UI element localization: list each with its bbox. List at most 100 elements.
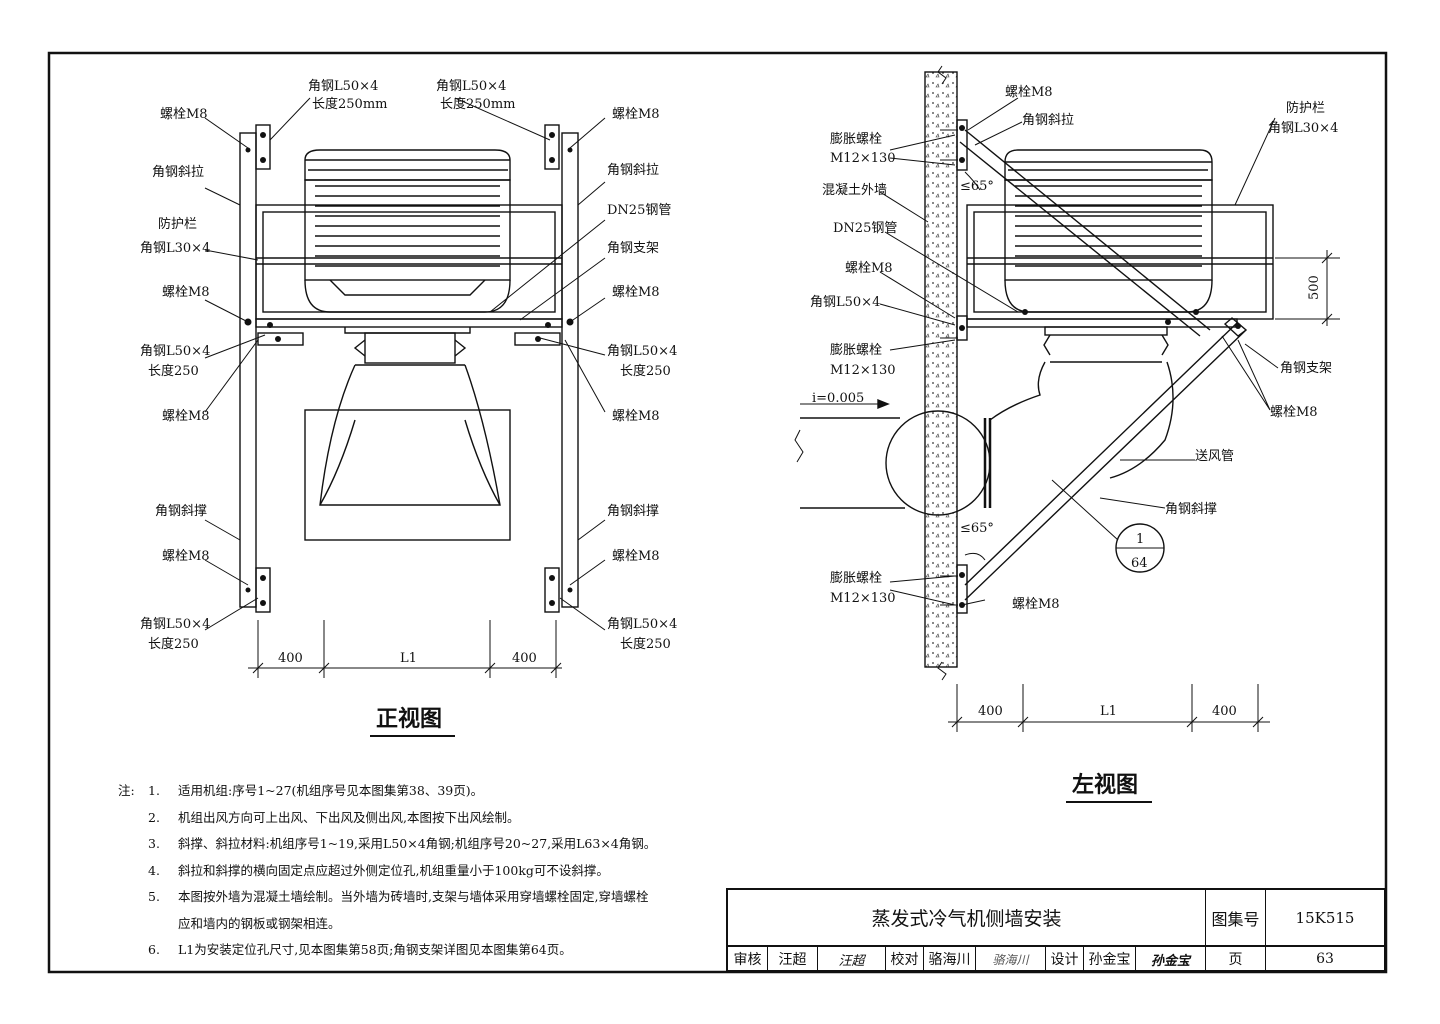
- label: 螺栓M8: [162, 409, 210, 424]
- label: 角钢L30×4: [140, 241, 210, 256]
- note-item: 注: 1. 适用机组:序号1~27(机组序号见本图集第38、39页)。: [118, 778, 718, 805]
- front-right-bottom-plate: [544, 567, 560, 613]
- label: M12×130: [830, 591, 896, 606]
- dimension-value: 400: [1212, 704, 1237, 719]
- designer-signature: 孙金宝: [1136, 946, 1206, 972]
- note-item: 3. 斜撑、斜拉材料:机组序号1~19,采用L50×4角钢;机组序号20~27,…: [118, 831, 718, 858]
- note-number: 6.: [148, 942, 160, 957]
- note-text: 斜拉和斜撑的横向固定点应超过外侧定位孔,机组重量小于100kg可不设斜撑。: [178, 862, 609, 878]
- note-number: [148, 911, 178, 938]
- front-left-top-plate: [255, 124, 271, 170]
- atlas-label: 图集号: [1206, 890, 1266, 946]
- angle-label: ≤65°: [960, 179, 994, 194]
- note-number: 5.: [148, 889, 160, 904]
- label: 长度250: [620, 636, 671, 652]
- note-item: 5. 本图按外墙为混凝土墙绘制。当外墙为砖墙时,支架与墙体采用穿墙螺栓固定,穿墙…: [118, 884, 718, 911]
- label: 螺栓M8: [845, 261, 893, 276]
- design-label: 设计: [1046, 946, 1084, 972]
- note-text: 本图按外墙为混凝土墙绘制。当外墙为砖墙时,支架与墙体采用穿墙螺栓固定,穿墙螺栓: [178, 889, 649, 904]
- label: 角钢L50×4: [607, 344, 677, 359]
- front-left-post: [239, 132, 257, 608]
- front-dimension-line: [248, 620, 562, 678]
- label: 角钢L50×4: [607, 617, 677, 632]
- side-support-beam: [966, 318, 1238, 328]
- height-dimension-value: 500: [1307, 275, 1322, 300]
- label: 角钢L50×4: [140, 617, 210, 632]
- label: 螺栓M8: [1005, 85, 1053, 100]
- label: 膨胀螺栓: [830, 132, 882, 147]
- label: 角钢L30×4: [1268, 121, 1338, 136]
- label: 膨胀螺栓: [830, 571, 882, 586]
- note-number: 3.: [148, 836, 160, 851]
- label: 角钢斜拉: [1022, 113, 1074, 128]
- title-block: 蒸发式冷气机侧墙安装 图集号 15K515 审核 汪超 汪超 校对 骆海川 骆海…: [726, 888, 1386, 972]
- front-bolts: [244, 132, 574, 606]
- label: 角钢斜拉: [152, 165, 204, 180]
- note-number: 1.: [148, 783, 160, 798]
- label: 长度250mm: [312, 96, 387, 112]
- front-view: [204, 97, 606, 678]
- label: 角钢支架: [607, 241, 659, 256]
- label: 膨胀螺栓: [830, 343, 882, 358]
- side-angle-tie: [959, 129, 1211, 337]
- designer-name: 孙金宝: [1084, 946, 1136, 972]
- label: 角钢L50×4: [140, 344, 210, 359]
- front-duct: [304, 332, 511, 541]
- label: 长度250mm: [440, 96, 515, 112]
- side-height-dimension: [1275, 250, 1340, 326]
- dimension-value: 400: [278, 651, 303, 666]
- front-view-labels: 角钢L50×4 长度250mm 角钢L50×4 长度250mm 螺栓M8 螺栓M…: [140, 79, 677, 666]
- front-left-bottom-plate: [255, 567, 271, 613]
- note-item: 应和墙内的钢板或钢架相连。: [118, 911, 718, 938]
- label: 螺栓M8: [612, 409, 660, 424]
- label: 防护栏: [158, 216, 197, 232]
- label: 螺栓M8: [162, 285, 210, 300]
- label: 角钢斜拉: [607, 163, 659, 178]
- note-item: 2. 机组出风方向可上出风、下出风及侧出风,本图按下出风绘制。: [118, 805, 718, 832]
- dimension-value: 400: [512, 651, 537, 666]
- front-right-post: [561, 132, 579, 608]
- side-view: [794, 65, 1340, 732]
- label: M12×130: [830, 363, 896, 378]
- label: DN25钢管: [607, 203, 671, 218]
- label: 角钢L50×4: [436, 79, 506, 94]
- side-supply-duct: [794, 326, 1174, 516]
- angle-label: ≤65°: [960, 521, 994, 536]
- label: DN25钢管: [833, 221, 897, 236]
- concrete-wall: [924, 71, 958, 668]
- note-number: 2.: [148, 809, 160, 825]
- label: 混凝土外墙: [822, 182, 887, 198]
- note-text: 应和墙内的钢板或钢架相连。: [178, 915, 341, 931]
- label: 长度250: [148, 636, 199, 652]
- label: M12×130: [830, 151, 896, 166]
- label: 角钢斜撑: [155, 504, 207, 519]
- dimension-value: 400: [978, 704, 1003, 719]
- label: 螺栓M8: [160, 107, 208, 122]
- front-guard-rail: [255, 204, 563, 320]
- label: 角钢斜撑: [607, 504, 659, 519]
- note-text: 斜撑、斜拉材料:机组序号1~19,采用L50×4角钢;机组序号20~27,采用L…: [178, 836, 657, 851]
- side-cooler-unit: [1004, 149, 1213, 313]
- reviewer-name: 汪超: [768, 946, 818, 972]
- note-item: 4. 斜拉和斜撑的横向固定点应超过外侧定位孔,机组重量小于100kg可不设斜撑。: [118, 858, 718, 885]
- label: 长度250: [620, 363, 671, 379]
- label: 长度250: [148, 363, 199, 379]
- side-view-title: 左视图: [1072, 772, 1138, 798]
- dimension-value: L1: [400, 651, 417, 666]
- page-number: 63: [1316, 951, 1334, 967]
- reviewer-signature: 汪超: [818, 946, 886, 972]
- label: 螺栓M8: [1270, 405, 1318, 420]
- detail-number: 1: [1136, 532, 1144, 547]
- side-view-labels: 螺栓M8 角钢斜拉 膨胀螺栓 M12×130 混凝土外墙 DN25钢管 螺栓M8…: [810, 85, 1338, 719]
- note-text: 适用机组:序号1~27(机组序号见本图集第38、39页)。: [178, 783, 484, 798]
- label: 角钢支架: [1280, 361, 1332, 376]
- label: 防护栏: [1286, 100, 1325, 116]
- front-cooler-unit: [304, 149, 511, 313]
- checker-signature: 骆海川: [976, 946, 1046, 972]
- label: 螺栓M8: [612, 285, 660, 300]
- label: 螺栓M8: [1012, 597, 1060, 612]
- note-number: 4.: [148, 862, 160, 878]
- side-guard-rail: [966, 204, 1274, 320]
- label: 角钢L50×4: [308, 79, 378, 94]
